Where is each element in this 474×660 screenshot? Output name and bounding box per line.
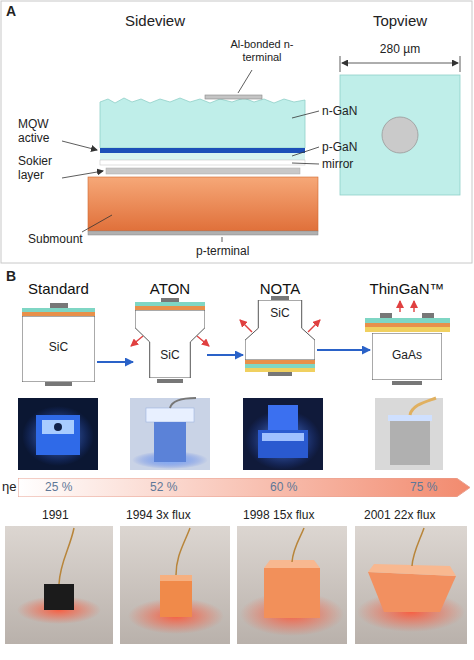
material-label: GaAs bbox=[372, 348, 442, 362]
part-label: MQW active bbox=[18, 117, 66, 146]
part-label: p-terminal bbox=[196, 244, 249, 258]
year-label: 2001 22x flux bbox=[364, 508, 435, 522]
year-label: 1991 bbox=[42, 508, 69, 522]
substrate-box: NOTASiC bbox=[245, 300, 315, 360]
substrate-shape bbox=[135, 310, 205, 378]
efficiency-value: 75 % bbox=[410, 480, 437, 494]
part-label: n-GaN bbox=[322, 104, 357, 118]
flow-arrow bbox=[97, 361, 133, 363]
arrow-bar-shape bbox=[18, 478, 470, 497]
efficiency-value: 25 % bbox=[45, 480, 72, 494]
material-label: SiC bbox=[135, 348, 205, 362]
substrate-box: ATONSiC bbox=[135, 310, 205, 378]
year-label: 1998 15x flux bbox=[243, 508, 314, 522]
part-label: mirror bbox=[322, 157, 353, 171]
efficiency-value: 52 % bbox=[150, 480, 177, 494]
efficiency-value: 60 % bbox=[270, 480, 297, 494]
flow-arrow bbox=[207, 354, 243, 356]
part-label: Sokier layer bbox=[18, 154, 68, 183]
chip-title: Standard bbox=[28, 280, 89, 298]
dimension-label: 280 µm bbox=[368, 42, 432, 56]
chip-title: NOTA bbox=[260, 280, 301, 298]
chip-title: ATON bbox=[150, 280, 190, 298]
year-label: 1994 3x flux bbox=[126, 508, 191, 522]
material-label: SiC bbox=[22, 340, 95, 354]
chip-title: ThinGaN™ bbox=[369, 280, 444, 298]
panel-letter: B bbox=[6, 268, 16, 285]
panel-letter: A bbox=[6, 3, 16, 20]
view-title: Sideview bbox=[100, 12, 210, 30]
substrate-box: StandardSiC bbox=[22, 316, 95, 382]
view-title: Topview bbox=[350, 12, 450, 30]
efficiency-bar: 25 % 52 % 60 % 75 % bbox=[18, 478, 470, 497]
part-label: Al-bonded n-terminal bbox=[220, 38, 304, 64]
part-label: p-GaN bbox=[322, 140, 357, 154]
substrate-box: ThinGaN™GaAs bbox=[372, 333, 442, 380]
part-label: Submount bbox=[28, 232, 83, 246]
axis-label: ηe bbox=[2, 479, 16, 495]
flow-arrow bbox=[317, 349, 370, 351]
material-label: SiC bbox=[245, 306, 315, 320]
